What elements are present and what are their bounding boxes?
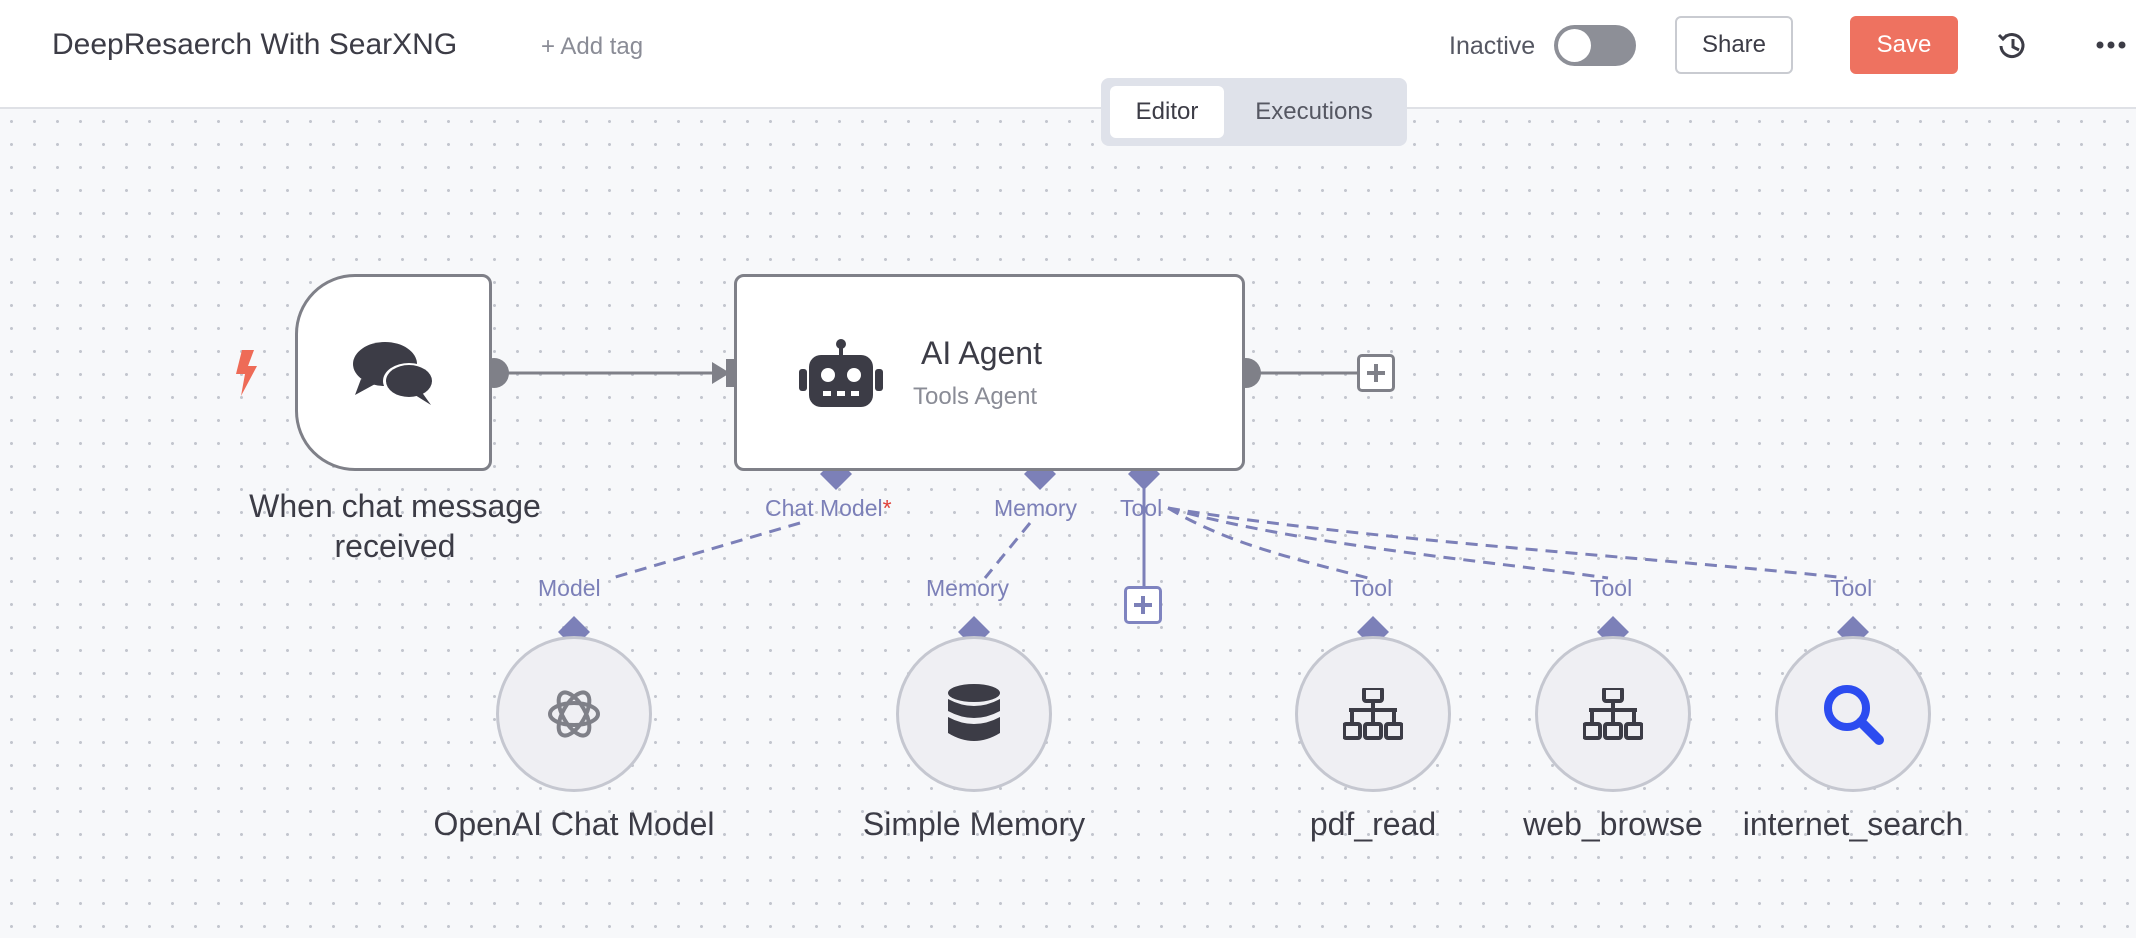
agent-subtitle: Tools Agent bbox=[913, 383, 1038, 410]
node-openai-chat-model[interactable] bbox=[496, 636, 652, 792]
agent-title: AI Agent bbox=[921, 335, 1042, 371]
required-mark: * bbox=[882, 495, 892, 521]
memory-label: Simple Memory bbox=[862, 806, 1086, 842]
node-internet-search[interactable] bbox=[1775, 636, 1931, 792]
openai-label: OpenAI Chat Model bbox=[433, 806, 715, 842]
output-label-model: Model bbox=[538, 575, 601, 601]
trigger-bolt-icon bbox=[236, 350, 257, 396]
tab-executions[interactable]: Executions bbox=[1255, 98, 1373, 125]
share-button[interactable]: Share bbox=[1675, 16, 1793, 74]
pdf-read-label: pdf_read bbox=[1309, 806, 1437, 842]
add-tag-button[interactable]: + Add tag bbox=[541, 33, 644, 60]
save-button[interactable]: Save bbox=[1850, 16, 1958, 74]
output-label-memory: Memory bbox=[926, 575, 1010, 601]
web-browse-label: web_browse bbox=[1523, 806, 1703, 842]
input-label-tool: Tool bbox=[1120, 495, 1163, 521]
node-simple-memory[interactable] bbox=[896, 636, 1052, 792]
top-bar: DeepResaerch With SearXNG + Add tag Inac… bbox=[0, 0, 2136, 109]
output-label-tool: Tool bbox=[1830, 575, 1873, 601]
output-label-tool: Tool bbox=[1350, 575, 1393, 601]
input-label-chat-model: Chat Model* bbox=[765, 495, 892, 522]
tab-editor[interactable]: Editor bbox=[1110, 86, 1224, 138]
node-pdf-read[interactable] bbox=[1295, 636, 1451, 792]
more-options-icon[interactable] bbox=[2092, 30, 2132, 60]
plus-icon bbox=[1367, 364, 1385, 382]
active-toggle[interactable] bbox=[1554, 25, 1636, 66]
node-web-browse[interactable] bbox=[1535, 636, 1691, 792]
plus-icon bbox=[1134, 596, 1152, 614]
sitemap-icon bbox=[1343, 688, 1403, 740]
history-icon[interactable] bbox=[1993, 27, 2031, 65]
database-icon bbox=[948, 684, 1000, 741]
status-label: Inactive bbox=[1449, 32, 1536, 60]
output-label-tool: Tool bbox=[1590, 575, 1633, 601]
workflow-title[interactable]: DeepResaerch With SearXNG bbox=[52, 28, 458, 61]
magnifier-icon bbox=[1824, 685, 1884, 745]
add-output-node-button[interactable] bbox=[1357, 354, 1395, 392]
internet-search-label: internet_search bbox=[1742, 806, 1964, 842]
node-ai-agent[interactable]: AI Agent Tools Agent bbox=[734, 274, 1245, 471]
openai-icon bbox=[548, 690, 600, 738]
robot-icon bbox=[799, 339, 883, 407]
chat-bubbles-icon bbox=[352, 341, 435, 405]
view-tabs: Editor Executions bbox=[1101, 78, 1407, 146]
chat-model-label: Chat Model bbox=[765, 495, 883, 521]
toggle-knob bbox=[1558, 29, 1591, 62]
sitemap-icon bbox=[1583, 688, 1643, 740]
input-label-memory: Memory bbox=[994, 495, 1078, 521]
trigger-label: When chat message received bbox=[225, 486, 565, 566]
trigger-label-line2: received bbox=[334, 528, 456, 564]
node-chat-trigger[interactable] bbox=[295, 274, 492, 471]
add-tool-button[interactable] bbox=[1124, 586, 1162, 624]
trigger-label-line1: When chat message bbox=[249, 488, 541, 524]
